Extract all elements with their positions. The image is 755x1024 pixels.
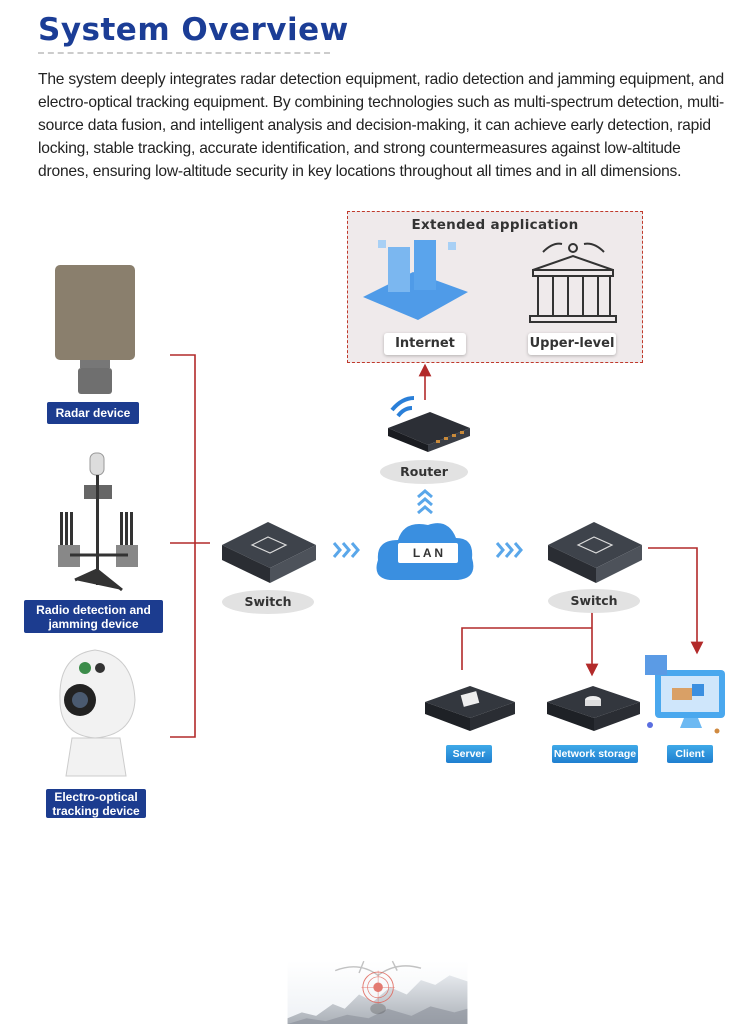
lan-label: L A N <box>412 546 444 560</box>
switch-to-client <box>648 547 704 655</box>
switch-right-label: Switch <box>548 589 640 613</box>
server-label: Server <box>446 745 492 763</box>
5g-internet-icon <box>363 240 468 320</box>
client-label: Client <box>667 745 713 763</box>
chevrons-icon <box>332 489 523 558</box>
switch-left-label: Switch <box>222 590 314 614</box>
extended-application-panel: Extended application Internet Upper-leve… <box>347 211 643 363</box>
switch-to-server-storage <box>461 612 592 670</box>
government-building-icon <box>529 242 617 323</box>
internet-label: Internet <box>384 333 466 355</box>
background-mountains <box>287 960 468 1024</box>
router-label: Router <box>380 460 468 484</box>
extended-application-title: Extended application <box>411 217 579 233</box>
electro-optical-device-label: Electro-optical tracking device <box>46 789 146 818</box>
device-bracket <box>170 354 196 738</box>
upper-level-label: Upper-level <box>528 333 616 355</box>
title-divider <box>38 52 330 54</box>
radar-device-label: Radar device <box>47 402 139 424</box>
radio-jamming-device-label: Radio detection and jamming device <box>24 600 163 633</box>
network-storage-label: Network storage <box>552 745 638 763</box>
target-reticle-icon <box>361 970 395 1004</box>
page-title: System Overview <box>38 12 349 48</box>
intro-paragraph: The system deeply integrates radar detec… <box>38 71 725 180</box>
